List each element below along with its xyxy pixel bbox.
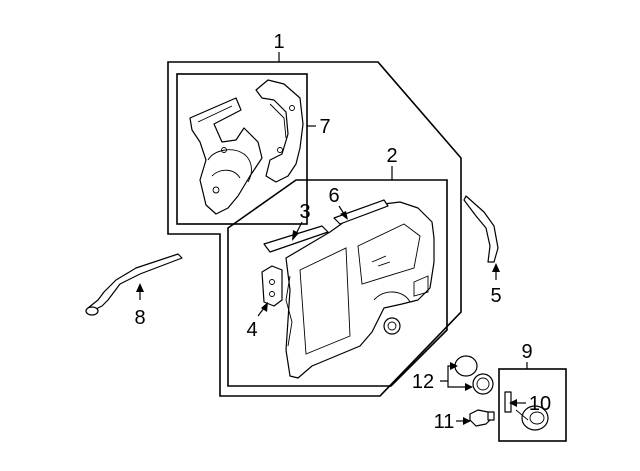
arrowhead-5 (492, 263, 500, 272)
part-5-drawing (463, 195, 499, 263)
callout-5: 5 (490, 285, 501, 307)
callout-1: 1 (273, 31, 284, 53)
arrowhead-3 (292, 230, 299, 241)
part-8-drawing (85, 253, 183, 316)
callout-11: 11 (434, 411, 455, 433)
part-7-drawing (189, 79, 304, 215)
arrowhead-12b (465, 383, 473, 391)
arrowhead-6 (340, 211, 348, 220)
part-9-drawing (504, 391, 549, 431)
part-4-drawing (261, 265, 283, 307)
callout-9: 9 (521, 341, 532, 363)
part-3-drawing (263, 225, 329, 253)
part-12-drawing (454, 355, 494, 395)
callout-10: 10 (529, 393, 551, 415)
part-9-box (498, 368, 567, 442)
callout-8: 8 (134, 307, 145, 329)
arrowhead-12a (450, 362, 458, 370)
part-2-box (227, 179, 448, 387)
callout-3: 3 (299, 201, 310, 223)
part-2-drawing (285, 201, 435, 379)
callout-12: 12 (412, 371, 434, 393)
leader-4 (257, 307, 265, 317)
arrowhead-11 (463, 417, 471, 425)
callout-2: 2 (386, 145, 397, 167)
part-11-drawing (469, 409, 495, 427)
arrowhead-4 (261, 302, 268, 312)
arrowhead-8 (136, 283, 144, 292)
assembly-outline-frame (167, 61, 462, 397)
arrowhead-10 (509, 399, 517, 407)
callout-6: 6 (328, 185, 339, 207)
callout-4: 4 (246, 319, 257, 341)
part-7-box (176, 73, 308, 225)
callout-7: 7 (319, 116, 330, 138)
